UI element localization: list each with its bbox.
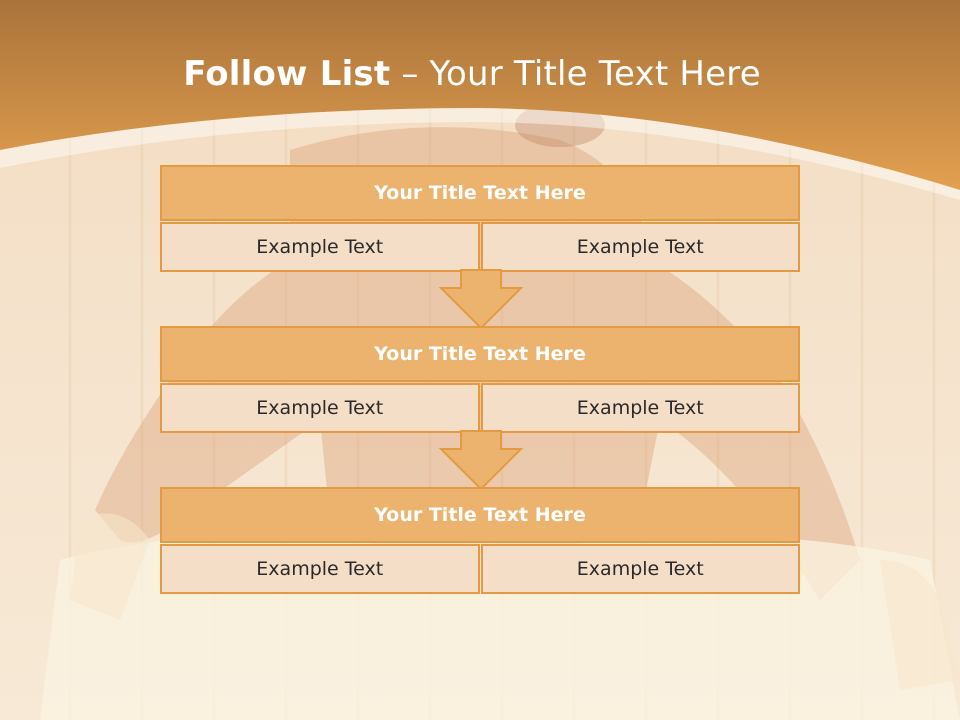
slide-title-rest: – Your Title Text Here <box>390 54 761 94</box>
step-title: Your Title Text Here <box>160 326 800 382</box>
step-title: Your Title Text Here <box>160 165 800 221</box>
step-title: Your Title Text Here <box>160 487 800 543</box>
step-cell-right: Example Text <box>480 383 800 433</box>
slide-title: Follow List – Your Title Text Here <box>0 54 944 94</box>
header-band <box>0 0 960 200</box>
step-cell-left: Example Text <box>160 544 480 594</box>
down-arrow-icon <box>438 269 524 330</box>
step-block-3: Your Title Text Here Example Text Exampl… <box>160 487 800 594</box>
step-block-1: Your Title Text Here Example Text Exampl… <box>160 165 800 272</box>
step-cell-right: Example Text <box>480 222 800 272</box>
step-cell-left: Example Text <box>160 383 480 433</box>
slide-title-bold: Follow List <box>183 54 391 94</box>
step-cell-left: Example Text <box>160 222 480 272</box>
step-block-2: Your Title Text Here Example Text Exampl… <box>160 326 800 433</box>
step-row: Example Text Example Text <box>160 383 800 433</box>
step-row: Example Text Example Text <box>160 222 800 272</box>
down-arrow-icon <box>438 430 524 491</box>
step-cell-right: Example Text <box>480 544 800 594</box>
step-row: Example Text Example Text <box>160 544 800 594</box>
